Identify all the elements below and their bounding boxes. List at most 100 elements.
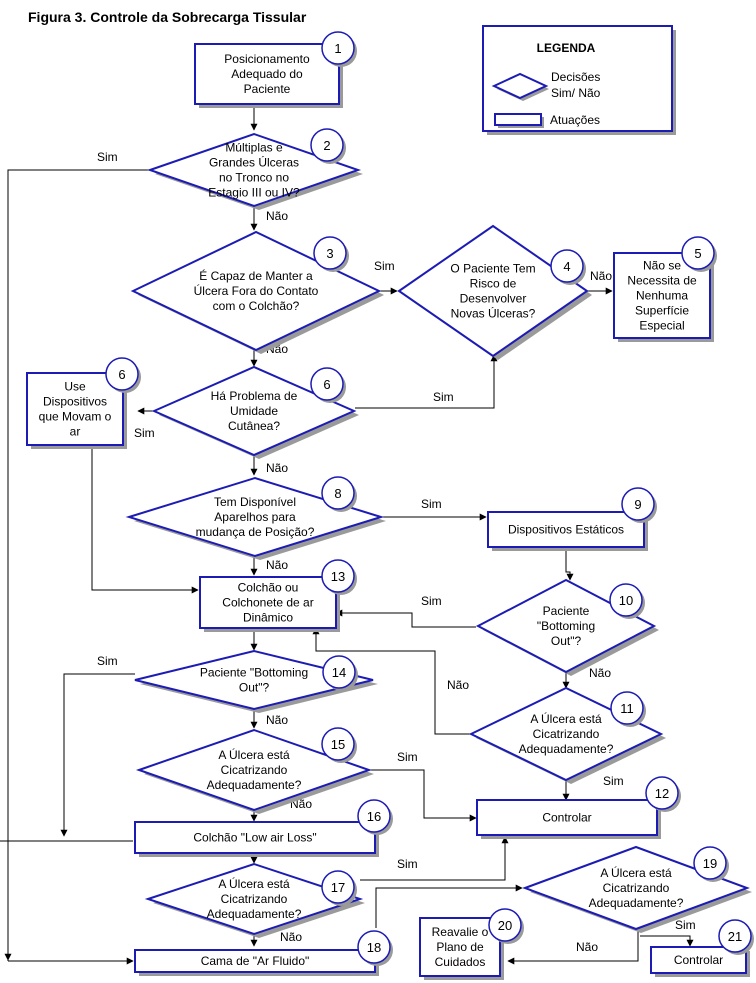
step-number: 18 xyxy=(367,940,381,955)
node-text: Tem Disponível xyxy=(214,495,296,509)
step-number: 2 xyxy=(323,138,330,153)
node-text: Controlar xyxy=(674,953,723,967)
node-text: Dispositivos xyxy=(43,395,107,409)
action-box xyxy=(134,821,376,854)
step-number-circle xyxy=(693,846,727,880)
decision-diamond xyxy=(522,845,750,931)
node-text: Nenhuma xyxy=(636,289,688,303)
node-text: Umidade xyxy=(230,404,278,418)
node-text: Paciente xyxy=(543,604,590,618)
node-text: Estagio III ou IV? xyxy=(208,186,300,200)
step-number-circle xyxy=(321,31,355,65)
edge-label-sim: Sim xyxy=(397,750,418,764)
action-box xyxy=(199,576,337,629)
node-text: Risco de xyxy=(470,277,517,291)
action-box-n18: Cama de "Ar Fluido"18 xyxy=(134,930,393,976)
decision-n15: A Úlcera estáCicatrizandoAdequadamente?1… xyxy=(135,727,374,814)
step-number-circle xyxy=(105,357,139,391)
step-number-circle xyxy=(310,128,344,162)
edge-label-nao: Não xyxy=(266,461,288,475)
legend: LEGENDA Decisões Sim/ Não Atuações xyxy=(482,25,676,135)
edge-label-sim: Sim xyxy=(397,857,418,871)
edge-labels: Sim Não Sim Não Não Sim Sim Não Sim Não … xyxy=(97,150,696,954)
node-text: Colchão ou xyxy=(238,581,299,595)
node-text: Cicatrizando xyxy=(221,763,288,777)
node-text: Controlar xyxy=(542,811,591,825)
node-text: Reavalie o xyxy=(432,925,489,939)
node-text: Grandes Úlceras xyxy=(209,155,299,170)
node-text: Há Problema de xyxy=(211,389,298,403)
legend-title: LEGENDA xyxy=(537,41,596,55)
action-box xyxy=(487,511,645,548)
node-text: Paciente xyxy=(244,82,291,96)
legend-action-label: Atuações xyxy=(550,113,600,127)
decision-diamond xyxy=(144,862,364,936)
legend-action-symbol xyxy=(494,113,542,126)
step-number-circle xyxy=(488,908,522,942)
decision-diamond xyxy=(135,728,373,812)
node-text: Dispositivos Estáticos xyxy=(508,523,624,537)
edge-label-nao: Não xyxy=(280,930,302,944)
node-text: Cicatrizando xyxy=(533,727,600,741)
edge-label-nao: Não xyxy=(266,209,288,223)
node-text: Úlcera Fora do Contato xyxy=(194,283,319,298)
step-number: 14 xyxy=(332,665,346,680)
node-text: Out"? xyxy=(239,681,270,695)
node-text: Adequadamente? xyxy=(207,907,302,921)
step-number: 11 xyxy=(620,701,634,716)
decision-n17: A Úlcera estáCicatrizandoAdequadamente?1… xyxy=(144,862,365,938)
node-text: Especial xyxy=(639,319,684,333)
step-number: 4 xyxy=(563,259,570,274)
step-number-circle xyxy=(609,583,643,617)
step-number-circle xyxy=(550,249,584,283)
edge-label-sim: Sim xyxy=(675,918,696,932)
node-text: Adequadamente? xyxy=(207,778,302,792)
edge-label-sim: Sim xyxy=(97,150,118,164)
step-number-circle xyxy=(321,727,355,761)
edge-label-sim: Sim xyxy=(374,259,395,273)
node-text: mudança de Posição? xyxy=(196,525,315,539)
node-text: Plano de xyxy=(436,940,484,954)
edge-label-nao: Não xyxy=(589,666,611,680)
edge-label-sim: Sim xyxy=(134,426,155,440)
node-text: Desenvolver xyxy=(460,292,527,306)
decision-n19: A Úlcera estáCicatrizandoAdequadamente?1… xyxy=(522,845,752,933)
node-text: Use xyxy=(64,380,86,394)
step-number-circle xyxy=(321,476,355,510)
step-number-circle xyxy=(310,367,344,401)
edge-label-nao: Não xyxy=(590,269,612,283)
edge-label-nao: Não xyxy=(447,678,469,692)
decision-n11: A Úlcera estáCicatrizandoAdequadamente?1… xyxy=(468,686,666,784)
node-text: Colchonete de ar xyxy=(222,596,313,610)
node-text: A Úlcera está xyxy=(218,876,290,891)
step-number-circle xyxy=(681,236,715,270)
step-number: 5 xyxy=(694,246,701,261)
edge-label-sim: Sim xyxy=(421,594,442,608)
decision-diamond xyxy=(151,365,357,457)
step-number-circle xyxy=(610,691,644,725)
decision-diamond xyxy=(397,224,589,358)
decision-diamond xyxy=(146,132,362,208)
step-number: 17 xyxy=(331,880,345,895)
connectors xyxy=(0,104,694,965)
step-number-circle xyxy=(321,870,355,904)
node-text: Múltiplas e xyxy=(225,141,283,155)
edge-label-sim: Sim xyxy=(433,390,454,404)
node-text: ar xyxy=(70,425,81,439)
step-number-circle xyxy=(357,799,391,833)
step-number: 13 xyxy=(331,569,345,584)
edge-label-nao: Não xyxy=(266,713,288,727)
decision-diamond xyxy=(125,476,385,558)
node-text: Adequadamente? xyxy=(589,896,684,910)
node-text: Posicionamento xyxy=(224,52,310,66)
